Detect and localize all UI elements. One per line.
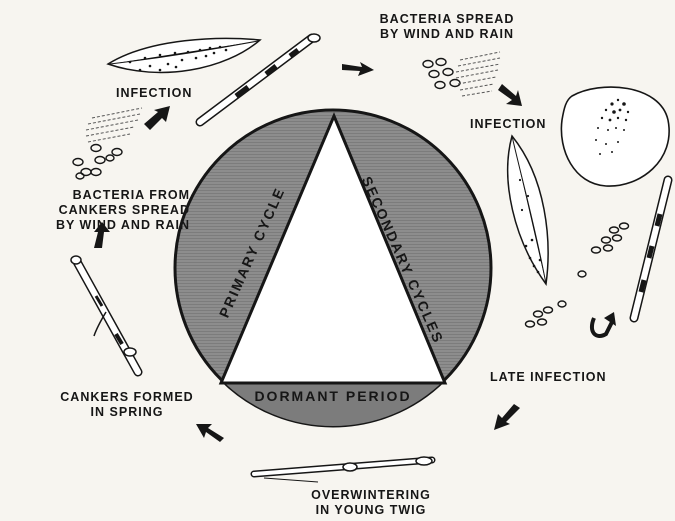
late-infection-label: LATE INFECTION <box>490 370 607 385</box>
infection-right-label: INFECTION <box>470 117 546 132</box>
overwintering-twig-icon <box>254 457 432 482</box>
dormant-period-label: DORMANT PERIOD <box>230 389 436 404</box>
infection-top-left-label: INFECTION <box>116 86 192 101</box>
arrow-down-right-icon <box>498 84 522 106</box>
overwintering-label: OVERWINTERING IN YOUNG TWIG <box>296 488 446 518</box>
bacteria-from-cankers-label: BACTERIA FROM CANKERS SPREAD BY WIND AND… <box>4 188 190 233</box>
rain-streaks-left-icon <box>86 108 142 142</box>
infected-leaf-right-icon <box>508 136 548 284</box>
cankers-formed-label: CANKERS FORMED IN SPRING <box>52 390 202 420</box>
bacteria-spread-label: BACTERIA SPREAD BY WIND AND RAIN <box>362 12 532 42</box>
arrow-down-left-right-icon <box>494 404 520 430</box>
infected-leaf-icon <box>108 38 260 72</box>
bacteria-cluster-left-icon <box>73 145 122 180</box>
arrow-up-right-left-icon <box>144 106 170 130</box>
arrow-curved-up-icon <box>592 312 616 336</box>
bacteria-cluster-top-icon <box>423 59 460 89</box>
infected-twig-right-icon <box>634 180 668 318</box>
infected-fruit-icon <box>561 87 669 186</box>
arrow-up-left-bottom-icon <box>196 424 224 442</box>
arrow-right-top-icon <box>342 62 374 76</box>
cankered-twig-left-icon <box>71 256 138 372</box>
rain-streaks-top-icon <box>456 52 500 96</box>
